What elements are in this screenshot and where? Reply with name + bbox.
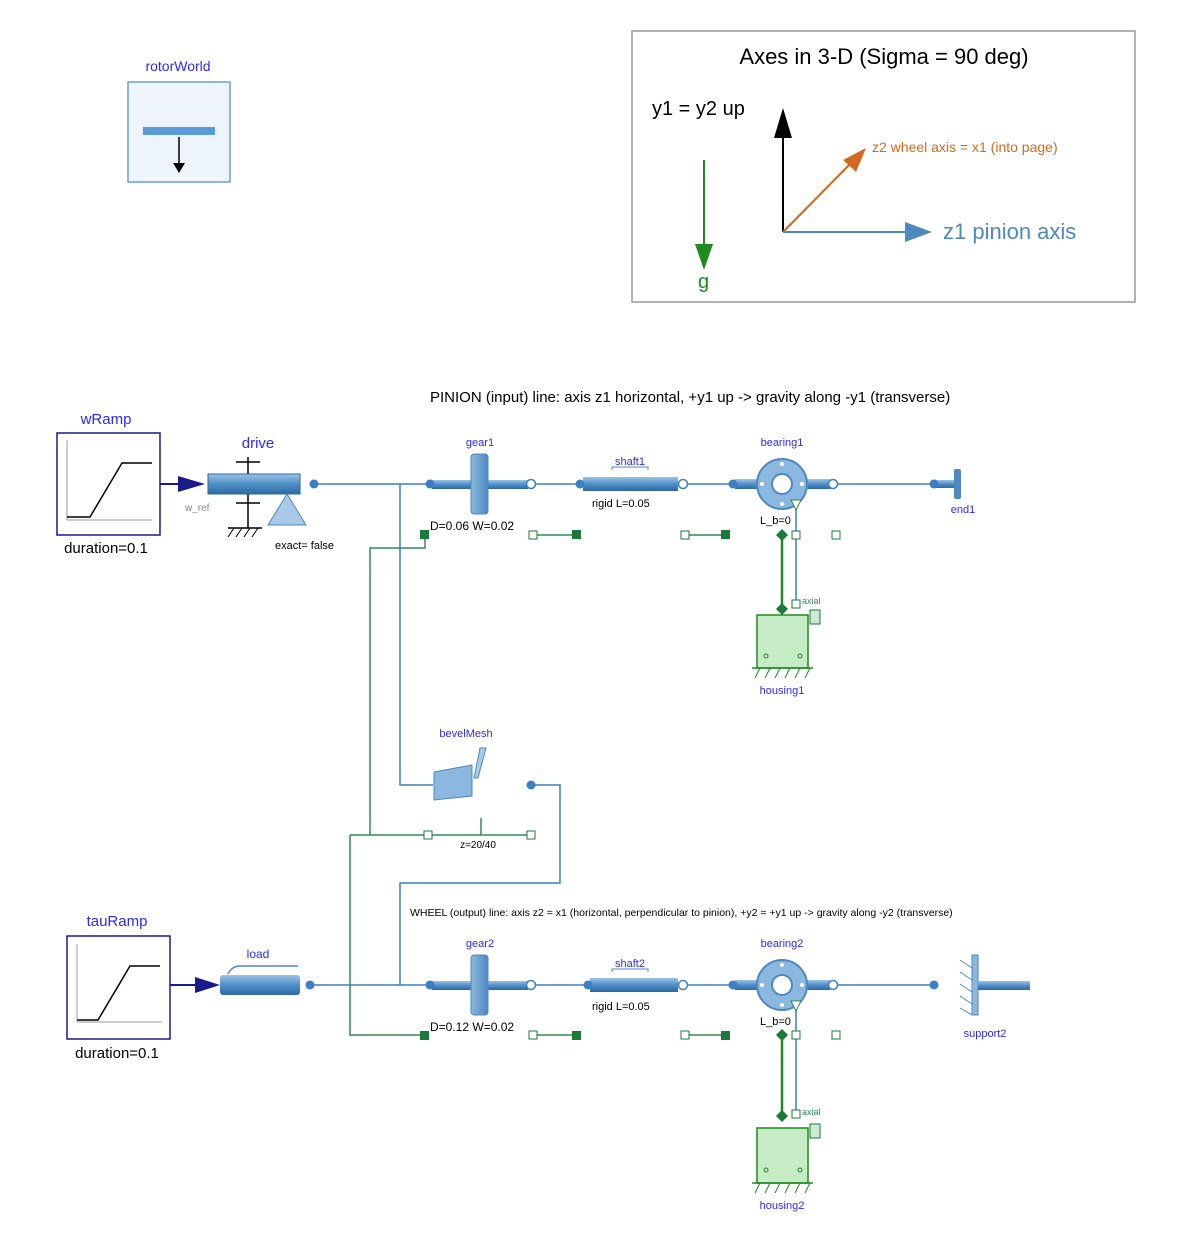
gravity-arrowhead <box>695 244 713 270</box>
gear1-block[interactable]: gear1 D=0.06 W=0.02 <box>420 437 581 540</box>
end1-block[interactable]: end1 <box>929 469 976 516</box>
mechanical-connections <box>310 483 934 1110</box>
load-block[interactable]: load <box>220 947 315 995</box>
tauramp-duration: duration=0.1 <box>75 1045 159 1062</box>
z2-axis-label: z2 wheel axis = x1 (into page) <box>872 139 1058 155</box>
bevel-mesh-label: bevelMesh <box>439 728 492 740</box>
z1-axis-label: z1 pinion axis <box>943 219 1076 244</box>
wramp-duration: duration=0.1 <box>64 540 148 557</box>
load-label: load <box>247 947 270 961</box>
y-axis-arrowhead <box>774 108 792 138</box>
bearing1-param: L_b=0 <box>760 515 791 527</box>
shaft2-label: shaft2 <box>615 958 645 970</box>
housing1-block[interactable]: axial housing1 <box>752 596 821 697</box>
bearing2-param: L_b=0 <box>760 1016 791 1028</box>
gear2-block[interactable]: gear2 D=0.12 W=0.02 <box>420 938 581 1040</box>
axes-title: Axes in 3-D (Sigma = 90 deg) <box>739 44 1028 69</box>
housing2-label: housing2 <box>760 1200 805 1212</box>
shaft1-block[interactable]: shaft1 rigid L=0.05 <box>575 456 731 540</box>
z2-axis-line <box>782 161 853 233</box>
wramp-label: wRamp <box>80 411 132 428</box>
bearing1-label: bearing1 <box>761 437 804 449</box>
support2-label: support2 <box>964 1028 1007 1040</box>
frame-connections <box>349 534 724 1036</box>
z2-arrowhead <box>843 148 866 172</box>
bevel-mesh-block[interactable]: bevelMesh z=20/40 <box>423 728 536 851</box>
gear1-param: D=0.06 W=0.02 <box>430 519 514 533</box>
bearing2-label: bearing2 <box>761 938 804 950</box>
y-axis-label: y1 = y2 up <box>652 98 745 120</box>
shaft2-block[interactable]: shaft2 rigid L=0.05 <box>583 958 731 1040</box>
housing1-axial-label: axial <box>802 596 821 606</box>
tauramp-label: tauRamp <box>87 913 148 930</box>
drive-label: drive <box>242 435 275 452</box>
wramp-block[interactable]: wRamp duration=0.1 <box>56 411 205 557</box>
shaft2-param: rigid L=0.05 <box>592 1001 650 1013</box>
pinion-line-annotation: PINION (input) line: axis z1 horizontal,… <box>430 389 950 406</box>
end1-label: end1 <box>951 504 975 516</box>
drive-param: exact= false <box>275 540 334 552</box>
shaft1-label: shaft1 <box>615 456 645 468</box>
rotor-world-block[interactable]: rotorWorld <box>127 58 231 183</box>
housing2-axial-label: axial <box>802 1107 821 1117</box>
housing2-block[interactable]: axial housing2 <box>752 1107 821 1212</box>
tauramp-block[interactable]: tauRamp duration=0.1 <box>66 913 220 1062</box>
z1-arrowhead <box>905 222 932 242</box>
bearing1-block[interactable]: bearing1 L_b=0 <box>728 437 841 541</box>
bevel-mesh-param: z=20/40 <box>460 840 496 851</box>
shaft1-param: rigid L=0.05 <box>592 498 650 510</box>
axes-box: Axes in 3-D (Sigma = 90 deg) y1 = y2 up … <box>631 30 1136 303</box>
gear1-label: gear1 <box>466 437 494 449</box>
rotor-world-label: rotorWorld <box>145 58 210 74</box>
drive-input-label: w_ref <box>184 503 210 514</box>
housing1-label: housing1 <box>760 685 805 697</box>
gravity-label: g <box>698 271 709 293</box>
gear2-label: gear2 <box>466 938 494 950</box>
drive-block[interactable]: drive w_ref exact= false <box>184 435 334 552</box>
bearing2-block[interactable]: bearing2 L_b=0 <box>728 938 841 1041</box>
support2-block[interactable]: support2 <box>929 954 1031 1040</box>
wheel-line-annotation: WHEEL (output) line: axis z2 = x1 (horiz… <box>410 907 953 919</box>
gear2-param: D=0.12 W=0.02 <box>430 1020 514 1034</box>
